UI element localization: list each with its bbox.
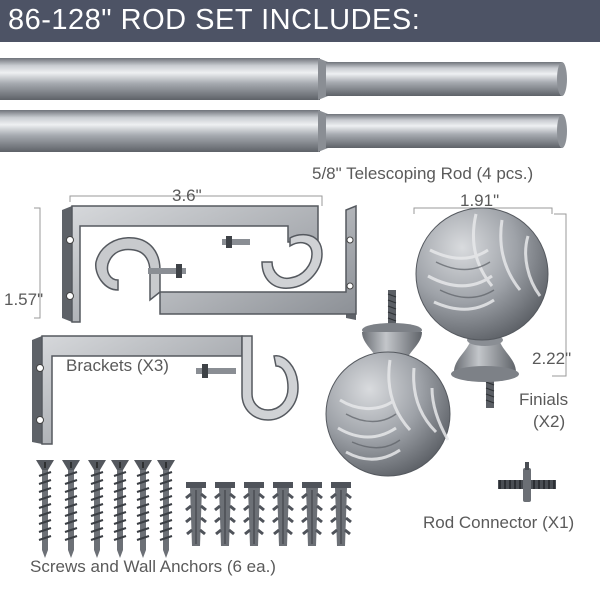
finial-height-dimension: 2.22": [532, 349, 572, 368]
screw-2: [62, 460, 80, 558]
hardware-label: Screws and Wall Anchors (6 ea.): [30, 557, 276, 576]
anchor-3: [243, 482, 265, 546]
rod-connector: [498, 462, 556, 502]
screw-6: [157, 460, 175, 558]
brackets-illustration: [32, 204, 357, 445]
anchor-5: [301, 482, 323, 546]
anchor-6: [330, 482, 352, 546]
header-bar: 86-128" ROD SET INCLUDES:: [0, 0, 600, 42]
finials-count: (X2): [533, 412, 566, 431]
finial-back: [415, 207, 549, 408]
finials-label: Finials: [519, 390, 569, 409]
telescoping-rods: [0, 58, 567, 152]
bracket-dimension-lines: [34, 195, 323, 319]
screws: [36, 460, 175, 558]
finial-front: [325, 290, 451, 477]
bracket-width-dimension: 3.6": [172, 186, 202, 205]
bracket-lower: [32, 335, 299, 445]
wall-anchors: [185, 482, 352, 546]
bracket-wall: [159, 204, 357, 320]
screw-3: [88, 460, 106, 558]
screw-4: [111, 460, 129, 558]
finial-width-dimension: 1.91": [460, 191, 500, 210]
rod-connector-label: Rod Connector (X1): [423, 513, 575, 532]
rod-upper: [0, 58, 567, 100]
bracket-height-dimension: 1.57": [4, 290, 44, 309]
screw-5: [134, 460, 152, 558]
bracket-front: [95, 237, 186, 302]
anchor-1: [185, 482, 207, 546]
bracket-back: [62, 205, 323, 323]
anchor-4: [272, 482, 294, 546]
header-title: 86-128" ROD SET INCLUDES:: [8, 4, 421, 36]
rod-label: 5/8" Telescoping Rod (4 pcs.): [312, 164, 534, 183]
rod-lower: [0, 110, 567, 152]
anchor-2: [214, 482, 236, 546]
brackets-label: Brackets (X3): [66, 356, 169, 375]
screw-1: [36, 460, 54, 558]
